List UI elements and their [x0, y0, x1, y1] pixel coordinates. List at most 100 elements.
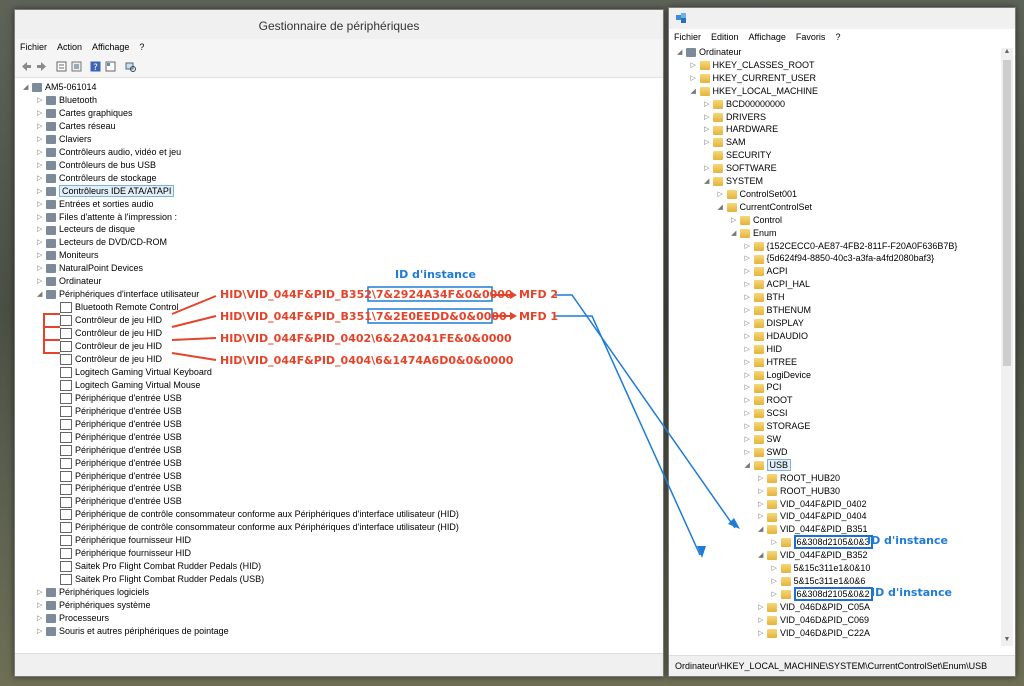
- expand-arrow-icon[interactable]: ▷: [717, 190, 723, 198]
- device-tree-row[interactable]: Contrôleur de jeu HID: [51, 327, 162, 340]
- expand-arrow-icon[interactable]: ▷: [744, 319, 750, 327]
- device-tree-row[interactable]: Bluetooth Remote Control: [51, 301, 179, 314]
- collapse-arrow-icon[interactable]: ◢: [744, 461, 750, 469]
- expand-arrow-icon[interactable]: ▷: [744, 332, 750, 340]
- list-view-icon[interactable]: [71, 61, 82, 72]
- expand-arrow-icon[interactable]: ▷: [744, 397, 750, 405]
- expand-arrow-icon[interactable]: ▷: [37, 109, 43, 117]
- registry-tree-row[interactable]: ◢Ordinateur: [677, 46, 742, 59]
- registry-tree-row[interactable]: ▷ROOT_HUB20: [758, 472, 840, 485]
- registry-tree-label[interactable]: 5&15c311e1&0&10: [793, 563, 871, 574]
- registry-tree-label[interactable]: SW: [766, 434, 782, 445]
- expand-arrow-icon[interactable]: ▷: [37, 200, 43, 208]
- registry-tree-row[interactable]: ▷VID_044F&PID_0404: [758, 510, 867, 523]
- expand-arrow-icon[interactable]: ▷: [704, 139, 710, 147]
- device-tree-label[interactable]: Saitek Pro Flight Combat Rudder Pedals (…: [75, 574, 265, 585]
- properties-icon[interactable]: [56, 61, 67, 72]
- device-tree-row[interactable]: ▷Entrées et sorties audio: [37, 198, 154, 211]
- device-tree-row[interactable]: Périphérique de contrôle consommateur co…: [51, 521, 459, 534]
- device-tree-row[interactable]: ▷Contrôleurs de stockage: [37, 172, 157, 185]
- registry-tree-row[interactable]: ▷ROOT: [745, 394, 793, 407]
- registry-tree-row[interactable]: ▷ BCD00000000: [704, 98, 785, 111]
- reg-menu-affichage[interactable]: Affichage: [748, 32, 786, 42]
- expand-arrow-icon[interactable]: ▷: [771, 590, 777, 598]
- expand-arrow-icon[interactable]: ▷: [37, 135, 43, 143]
- device-tree-label[interactable]: Moniteurs: [59, 250, 99, 261]
- device-tree-label[interactable]: Périphérique fournisseur HID: [75, 535, 192, 546]
- registry-tree-label[interactable]: LogiDevice: [766, 369, 812, 380]
- registry-tree-row[interactable]: ▷PCI: [745, 381, 782, 394]
- scroll-down-arrow-icon[interactable]: ▼: [1003, 636, 1011, 643]
- registry-tree-label[interactable]: Ordinateur: [699, 47, 742, 58]
- expand-arrow-icon[interactable]: ▷: [704, 165, 710, 173]
- registry-tree-label[interactable]: SECURITY: [726, 150, 772, 161]
- registry-tree-label[interactable]: BCD00000000: [726, 98, 786, 109]
- registry-tree-label[interactable]: SOFTWARE: [726, 163, 777, 174]
- menu-affichage[interactable]: Affichage: [92, 42, 130, 52]
- registry-tree-row[interactable]: ◢HKEY_LOCAL_MACHINE: [690, 85, 818, 98]
- device-tree-label[interactable]: Périphérique d'entrée USB: [75, 457, 182, 468]
- device-tree-label[interactable]: Lecteurs de DVD/CD-ROM: [59, 237, 168, 248]
- registry-tree-label[interactable]: HARDWARE: [726, 124, 779, 135]
- device-tree-label[interactable]: Contrôleurs audio, vidéo et jeu: [59, 146, 182, 157]
- registry-tree-label[interactable]: VID_046D&PID_C05A: [780, 601, 871, 612]
- menu-help[interactable]: ?: [139, 42, 145, 52]
- expand-arrow-icon[interactable]: ▷: [37, 602, 43, 609]
- registry-tree-row[interactable]: ▷STORAGE: [745, 420, 810, 433]
- expand-arrow-icon[interactable]: ▷: [744, 371, 750, 379]
- device-tree-label[interactable]: Lecteurs de disque: [59, 224, 136, 235]
- registry-scrollbar[interactable]: ▲ ▼: [1001, 48, 1013, 646]
- device-tree-row[interactable]: ▷Lecteurs de DVD/CD-ROM: [37, 236, 167, 249]
- registry-tree-label[interactable]: USB: [766, 458, 792, 471]
- device-tree-row[interactable]: ▷Souris et autres périphériques de point…: [37, 625, 229, 638]
- registry-tree-label[interactable]: CurrentControlSet: [739, 201, 813, 212]
- registry-tree-label[interactable]: Control: [753, 214, 783, 225]
- registry-tree-label[interactable]: ROOT_HUB20: [780, 472, 841, 483]
- device-tree-label[interactable]: Périphérique d'entrée USB: [75, 418, 182, 429]
- device-tree-label[interactable]: Logitech Gaming Virtual Mouse: [75, 379, 201, 390]
- expand-arrow-icon[interactable]: ▷: [37, 589, 43, 597]
- expand-arrow-icon[interactable]: ▷: [758, 616, 764, 624]
- device-tree-row[interactable]: ▷Contrôleurs audio, vidéo et jeu: [37, 146, 181, 159]
- view-icon[interactable]: [105, 61, 116, 72]
- registry-tree-label[interactable]: DRIVERS: [726, 111, 767, 122]
- device-tree-row[interactable]: ▷Périphériques logiciels: [37, 586, 149, 599]
- device-tree-row[interactable]: Contrôleur de jeu HID: [51, 314, 162, 327]
- device-tree-row[interactable]: Périphérique d'entrée USB: [51, 470, 182, 483]
- registry-tree-label[interactable]: 6&308d2105&0&2: [793, 586, 873, 601]
- device-tree-row[interactable]: ▷Contrôleurs IDE ATA/ATAPI: [37, 184, 175, 198]
- expand-arrow-icon[interactable]: ▷: [37, 187, 43, 195]
- expand-arrow-icon[interactable]: ▷: [758, 500, 764, 508]
- device-tree-label[interactable]: Périphérique d'entrée USB: [75, 483, 182, 494]
- device-tree-row[interactable]: ▷Ordinateur: [37, 275, 102, 288]
- registry-tree-label[interactable]: {5d624f94-8850-40c3-a3fa-a4fd2080baf3}: [766, 253, 935, 264]
- expand-arrow-icon[interactable]: ▷: [690, 61, 696, 69]
- device-tree-label[interactable]: Périphérique fournisseur HID: [75, 548, 192, 559]
- registry-tree-row[interactable]: ◢SYSTEM: [704, 175, 763, 188]
- expand-arrow-icon[interactable]: ▷: [744, 242, 750, 250]
- registry-tree-row[interactable]: ▷DISPLAY: [745, 317, 804, 330]
- registry-tree-row[interactable]: ◢Enum: [731, 227, 777, 240]
- menu-fichier[interactable]: Fichier: [20, 42, 48, 52]
- registry-tree-row[interactable]: ▷ROOT_HUB30: [758, 485, 840, 498]
- back-arrow-icon[interactable]: [21, 61, 32, 72]
- device-tree-label[interactable]: Périphérique d'entrée USB: [75, 496, 182, 507]
- registry-tree-label[interactable]: PCI: [766, 382, 782, 393]
- reg-menu-favoris[interactable]: Favoris: [795, 32, 826, 42]
- device-tree-label[interactable]: Périphériques d'interface utilisateur: [59, 289, 200, 300]
- registry-tree-label[interactable]: ACPI_HAL: [766, 279, 811, 290]
- device-tree-row[interactable]: ▷NaturalPoint Devices: [37, 262, 143, 275]
- registry-tree-label[interactable]: Enum: [753, 227, 777, 238]
- registry-tree-row[interactable]: ▷5&15c311e1&0&10: [772, 562, 871, 575]
- registry-tree-label[interactable]: 6&308d2105&0&3: [793, 535, 873, 550]
- device-tree-row[interactable]: Contrôleur de jeu HID: [51, 353, 162, 366]
- expand-arrow-icon[interactable]: ▷: [704, 100, 710, 108]
- expand-arrow-icon[interactable]: ▷: [744, 307, 750, 314]
- collapse-arrow-icon[interactable]: ◢: [690, 87, 696, 95]
- scan-hardware-icon[interactable]: [125, 61, 136, 72]
- registry-tree-row[interactable]: ▷VID_044F&PID_0402: [758, 498, 867, 511]
- registry-tree-label[interactable]: VID_046D&PID_C069: [780, 614, 870, 625]
- device-tree-label[interactable]: Contrôleur de jeu HID: [75, 354, 163, 365]
- expand-arrow-icon[interactable]: ▷: [704, 126, 710, 134]
- device-tree-label[interactable]: Périphérique d'entrée USB: [75, 392, 182, 403]
